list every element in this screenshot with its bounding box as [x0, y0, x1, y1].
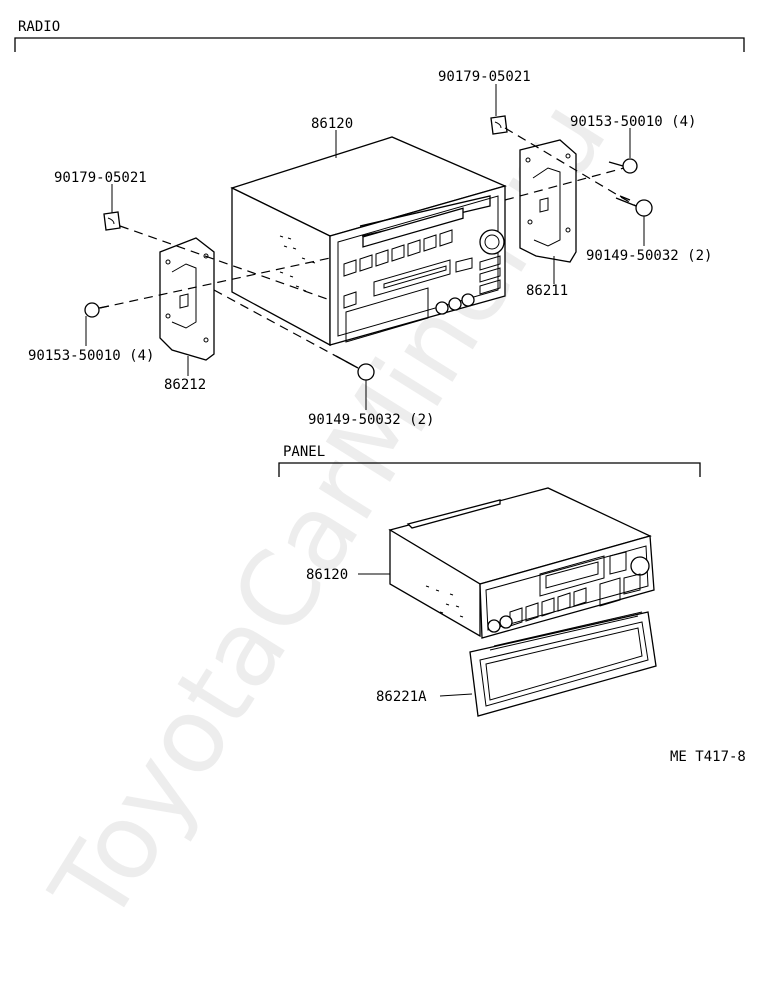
part-label-90149-50032-bottom: 90149-50032 (2): [308, 412, 434, 428]
radio-section-title: RADIO: [18, 19, 60, 35]
panel-section-title: PANEL: [283, 444, 325, 460]
front-panel-86221A: [469, 611, 657, 717]
clip-upper-right: [490, 115, 508, 135]
panel-section-bracket: [278, 462, 701, 477]
radio-section-bracket: [14, 37, 745, 52]
part-label-86120-panel: 86120: [306, 567, 348, 583]
right-bracket-86211: [519, 139, 577, 263]
assembly-lines: [99, 127, 637, 369]
part-label-86211: 86211: [526, 283, 568, 299]
part-label-90179-05021-left: 90179-05021: [54, 170, 147, 186]
screw-right-small: [608, 158, 638, 174]
leader-lines-panel: [358, 573, 473, 697]
figure-code: ME T417-8: [670, 749, 746, 765]
radio-head-unit: [230, 136, 507, 347]
leader-lines-radio: [85, 84, 645, 410]
part-label-86120-radio: 86120: [311, 116, 353, 132]
left-bracket-86212: [159, 237, 215, 361]
clip-upper-left: [103, 211, 121, 231]
screw-right-long: [615, 195, 653, 217]
panel-head-unit: [388, 487, 655, 639]
part-label-86221A: 86221A: [376, 689, 427, 705]
part-label-90179-05021-right: 90179-05021: [438, 69, 531, 85]
part-label-90153-50010-left: 90153-50010 (4): [28, 348, 154, 364]
screw-left-small: [84, 302, 110, 318]
part-label-90153-50010-right: 90153-50010 (4): [570, 114, 696, 130]
part-label-86212: 86212: [164, 377, 206, 393]
part-label-90149-50032-right: 90149-50032 (2): [586, 248, 712, 264]
